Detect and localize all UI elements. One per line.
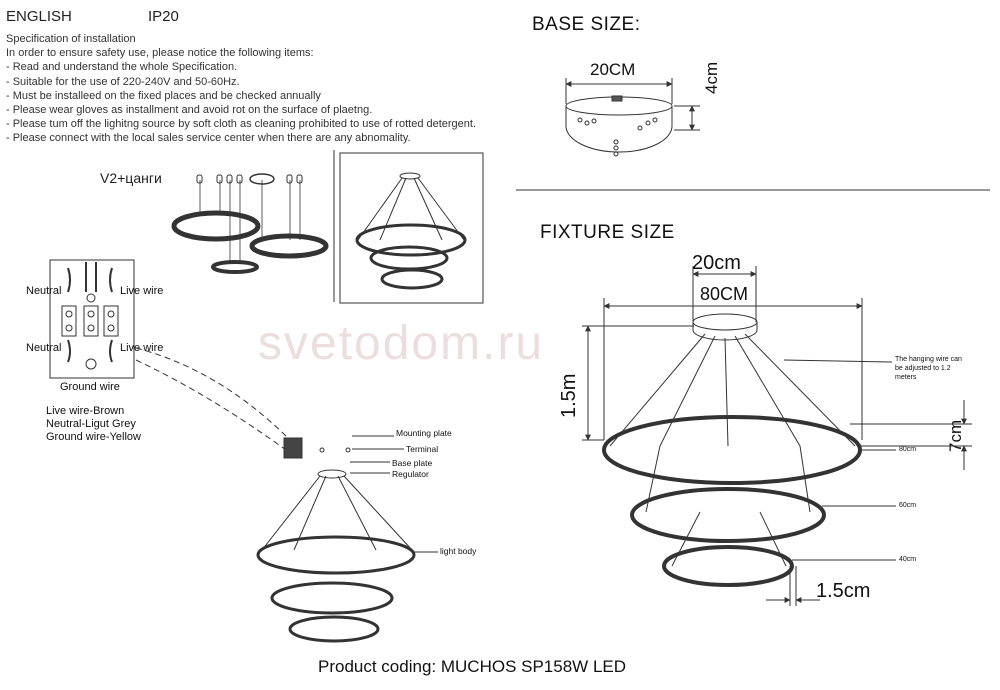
neutral-label-bottom: Neutral xyxy=(26,342,62,354)
ring-60-label: 60cm xyxy=(899,502,917,509)
fixture-overall-width-label: 80CM xyxy=(700,284,749,304)
ground-wire-label: Ground wire xyxy=(60,381,120,393)
ip-rating-label: IP20 xyxy=(148,8,179,25)
mounting-plate-label: Mounting plate xyxy=(396,428,452,438)
fixture-preview-frame xyxy=(333,150,484,304)
fixture-top-width-label: 20cm xyxy=(692,252,741,274)
base-size-title: BASE SIZE: xyxy=(532,14,641,35)
product-coding: Product coding: MUCHOS SP158W LED xyxy=(318,657,627,676)
base-height-label: 4cm xyxy=(702,61,721,94)
live-wire-label-bottom: Live wire xyxy=(120,342,164,354)
live-wire-label-top: Live wire xyxy=(120,285,164,297)
hanging-wire-note: The hanging wire can be adjusted to 1.2 … xyxy=(895,356,962,381)
spec-item: - Read and understand the whole Specific… xyxy=(6,61,238,74)
base-drawing xyxy=(565,78,700,157)
variant-rings-drawing xyxy=(171,173,329,274)
spec-item: - Please connect with the local sales se… xyxy=(6,132,411,145)
hang-length-label: 1.5m xyxy=(558,373,580,418)
fixture-drawing xyxy=(582,266,972,606)
spec-item: - Please tum off the lighitng source by … xyxy=(6,118,477,131)
terminal-label: Terminal xyxy=(406,444,439,454)
specification-block: Specification of installation In order t… xyxy=(6,32,476,146)
regulator-label: Regulator xyxy=(392,469,429,479)
ring-80-label: 80cm xyxy=(899,446,917,453)
language-label: ENGLISH xyxy=(6,8,72,25)
neutral-label-top: Neutral xyxy=(26,285,62,297)
base-plate-label: Base plate xyxy=(392,458,433,468)
ring-40-label: 40cm xyxy=(899,556,917,563)
fixture-size-title: FIXTURE SIZE xyxy=(540,222,675,243)
base-width-label: 20CM xyxy=(590,60,636,79)
spec-intro: In order to ensure safety use, please no… xyxy=(6,47,314,60)
variant-label: V2+цанги xyxy=(100,170,162,186)
wire-color-legend: Live wire-Brown Neutral-Ligut Grey Groun… xyxy=(46,405,141,443)
watermark: svetodom.ru xyxy=(258,317,545,370)
spec-item: - Suitable for the use of 220-240V and 5… xyxy=(6,75,240,88)
spec-item: - Must be installeed on the fixed places… xyxy=(6,89,321,102)
ring-height-label: 7cm xyxy=(946,419,965,452)
spec-item: - Please wear gloves as installment and … xyxy=(6,104,373,117)
spec-title: Specification of installation xyxy=(6,33,136,45)
light-body-label: light body xyxy=(440,546,477,556)
ring-thickness-label: 1.5cm xyxy=(816,580,871,602)
